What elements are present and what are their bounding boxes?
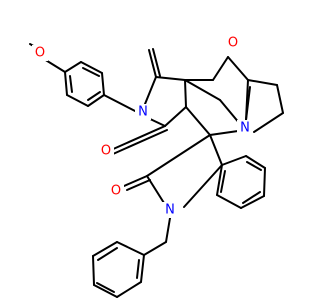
bond-33 bbox=[146, 134, 211, 177]
bond-3 bbox=[80, 61, 103, 74]
bond-58 bbox=[97, 247, 118, 261]
bond-9 bbox=[87, 91, 101, 101]
bond-32 bbox=[209, 130, 239, 136]
atom-n-oxindole-label: N bbox=[165, 203, 175, 218]
bond-20 bbox=[112, 129, 168, 155]
bond-18 bbox=[152, 48, 161, 77]
bond-43 bbox=[216, 194, 242, 209]
bond-46 bbox=[242, 191, 261, 204]
bond-47 bbox=[220, 170, 226, 193]
bond-38 bbox=[183, 164, 223, 208]
atom-n-imide-label: N bbox=[138, 105, 148, 120]
atom-o-methoxy-label: O bbox=[35, 46, 45, 61]
bond-14 bbox=[184, 79, 187, 108]
bond-48 bbox=[165, 217, 171, 243]
bond-29 bbox=[184, 79, 221, 101]
bond-52 bbox=[93, 284, 118, 298]
bond-2 bbox=[64, 61, 82, 73]
atom-o-lower-carbonyl-label: O bbox=[101, 144, 111, 159]
bond-51 bbox=[116, 281, 142, 298]
atom-o-lower-carbonyl: O bbox=[98, 143, 114, 159]
bond-40 bbox=[245, 155, 266, 169]
bond-25 bbox=[245, 86, 251, 121]
atom-n-oxindole: N bbox=[162, 202, 178, 218]
bond-35 bbox=[123, 175, 148, 187]
bond-23 bbox=[227, 56, 249, 81]
bond-50 bbox=[140, 254, 145, 283]
bond-55 bbox=[116, 241, 145, 256]
atom-o-methoxy: O bbox=[32, 45, 48, 61]
bond-30 bbox=[219, 99, 241, 125]
bond-layer bbox=[29, 43, 284, 298]
bond-42 bbox=[240, 195, 265, 209]
bond-15 bbox=[164, 106, 187, 127]
bond-13 bbox=[155, 76, 186, 81]
bond-53 bbox=[92, 255, 95, 286]
atom-n-pyrrolizidine: N bbox=[237, 120, 253, 136]
bond-17 bbox=[148, 49, 157, 78]
bond-4 bbox=[101, 72, 105, 96]
molecule-structure: O O O O N N N bbox=[29, 35, 284, 298]
atom-label-layer: O O O O N N N bbox=[32, 35, 253, 218]
bond-5 bbox=[87, 94, 105, 107]
bond-28 bbox=[253, 112, 284, 133]
atom-n-imide: N bbox=[135, 104, 151, 120]
bond-11 bbox=[103, 94, 138, 113]
bond-27 bbox=[276, 84, 284, 114]
bond-39 bbox=[221, 155, 247, 166]
bond-31 bbox=[185, 106, 211, 136]
bond-7 bbox=[64, 71, 68, 96]
bond-37 bbox=[209, 134, 223, 166]
bond-12 bbox=[144, 76, 157, 105]
bond-19 bbox=[110, 125, 166, 151]
atom-o-upper-carbonyl-label: O bbox=[228, 36, 238, 51]
atom-o-upper-carbonyl: O bbox=[225, 35, 241, 51]
bond-44 bbox=[216, 164, 223, 196]
bond-56 bbox=[136, 259, 140, 279]
bond-1 bbox=[43, 58, 66, 73]
bond-41 bbox=[263, 167, 266, 197]
bond-26 bbox=[247, 79, 278, 86]
bond-22 bbox=[212, 56, 229, 81]
bond-10 bbox=[69, 75, 73, 93]
bond-49 bbox=[143, 241, 167, 256]
bond-45 bbox=[246, 161, 262, 171]
bond-57 bbox=[96, 282, 115, 293]
atom-n-pyrrolizidine-label: N bbox=[240, 121, 250, 136]
bond-6 bbox=[66, 94, 89, 107]
bond-36 bbox=[126, 179, 151, 191]
bond-8 bbox=[82, 67, 100, 77]
atom-o-oxindole-label: O bbox=[111, 184, 121, 199]
atom-o-oxindole: O bbox=[108, 183, 124, 199]
bond-54 bbox=[92, 241, 118, 257]
